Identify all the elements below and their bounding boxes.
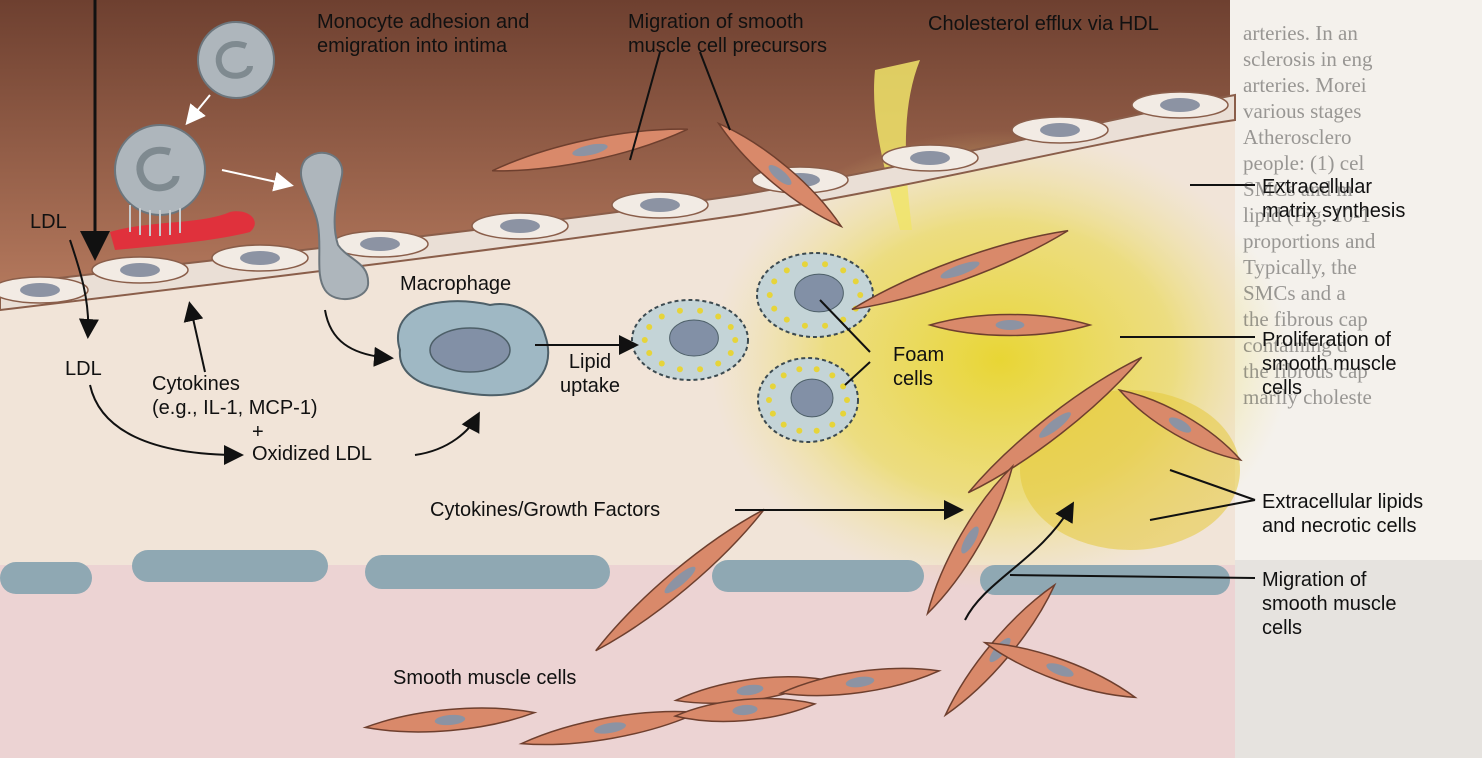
ldl-label-mid: LDL [65,357,102,381]
endothelial-cell [1132,92,1228,118]
monocyte-adhesion-label: Monocyte adhesion and emigration into in… [317,10,529,58]
background-page-text: arteries. In an sclerosis in eng arterie… [1243,20,1375,410]
endothelial-cell [472,213,568,239]
endothelial-cell [882,145,978,171]
macrophage [398,301,548,395]
plus-sign: + [252,420,264,444]
smc-migration-label: Migration of smooth muscle cells [1262,568,1397,640]
hdl-efflux-label: Cholesterol efflux via HDL [928,12,1159,36]
endothelial-cell [612,192,708,218]
endothelial-cell [0,277,88,303]
smooth-muscle-cells-label: Smooth muscle cells [393,666,576,690]
cytokines-label: Cytokines (e.g., IL-1, MCP-1) [152,372,318,420]
foam-cell [758,358,858,442]
macrophage-label: Macrophage [400,272,511,296]
endothelial-cell [92,257,188,283]
smc-precursor-migration-label: Migration of smooth muscle cell precurso… [628,10,827,58]
extracellular-lipids-label: Extracellular lipids and necrotic cells [1262,490,1423,538]
foam-cell [632,300,748,380]
cytokines-growth-factors-label: Cytokines/Growth Factors [430,498,660,522]
endothelial-cell [1012,117,1108,143]
endothelial-cell [212,245,308,271]
oxidized-ldl-label: Oxidized LDL [252,442,372,466]
foam-cell [757,253,873,337]
ldl-label-top: LDL [30,210,67,234]
foam-cells-label: Foam cells [893,343,944,391]
monocyte-circulating [198,22,274,98]
lipid-uptake-label: Lipid uptake [560,350,620,398]
